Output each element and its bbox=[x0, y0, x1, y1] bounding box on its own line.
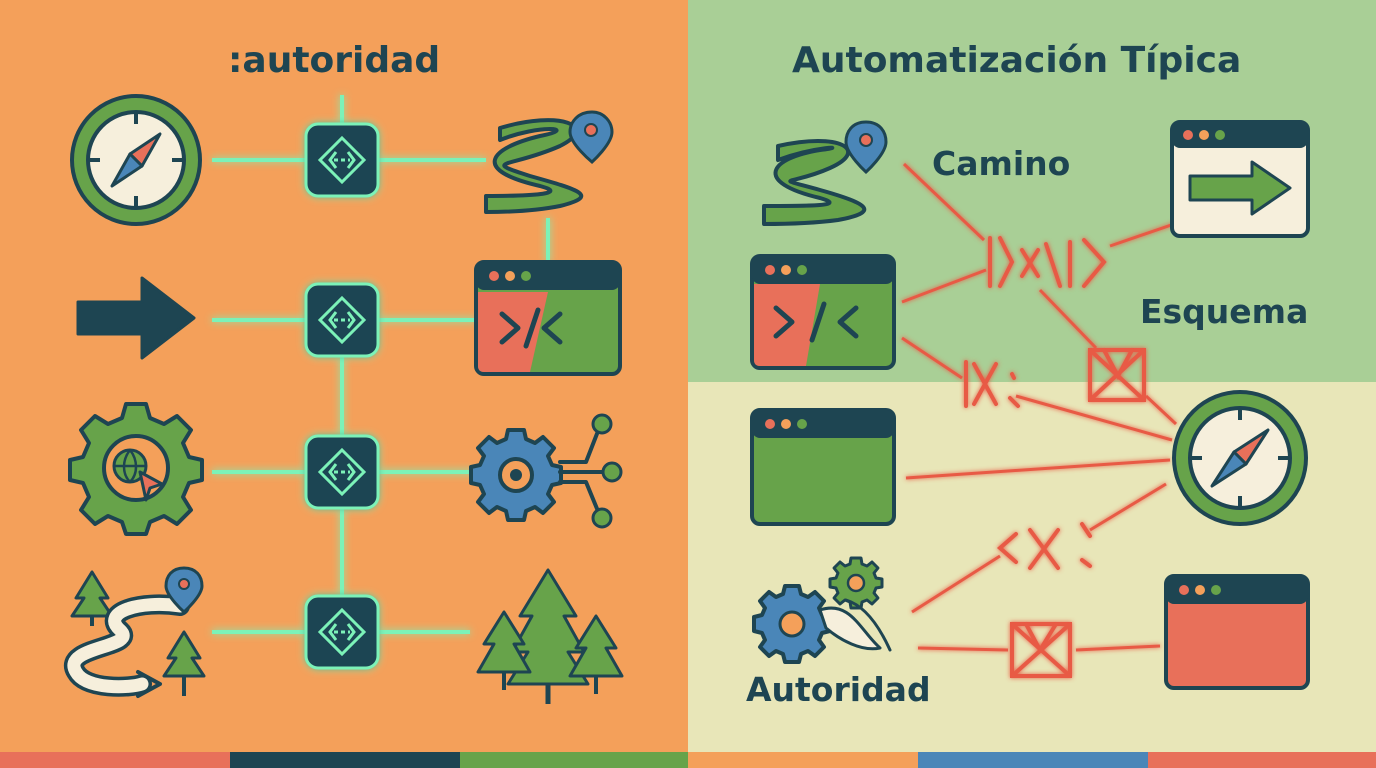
winding-path-pin-icon bbox=[762, 120, 888, 226]
broken-box-icon bbox=[1088, 348, 1146, 402]
code-node-icon bbox=[304, 122, 380, 198]
bottom-color-stripe bbox=[0, 752, 1376, 768]
arrow-right-icon bbox=[76, 276, 196, 360]
broken-connectors bbox=[901, 162, 1181, 652]
pine-trees-icon bbox=[476, 568, 624, 704]
code-node-icon bbox=[304, 594, 380, 670]
compass-icon bbox=[1172, 390, 1308, 526]
compass-icon bbox=[70, 94, 202, 226]
code-window-icon bbox=[474, 260, 622, 376]
forest-trail-pin-icon bbox=[64, 566, 206, 698]
left-panel-title: :autoridad bbox=[228, 40, 441, 81]
arrow-window-icon bbox=[1170, 120, 1310, 238]
green-window-icon bbox=[750, 408, 896, 526]
code-window-icon bbox=[750, 254, 896, 370]
broken-x-icon bbox=[996, 522, 1092, 570]
label-autoridad: Autoridad bbox=[746, 670, 931, 709]
glow-connectors bbox=[212, 95, 550, 634]
gear-swoosh-icon bbox=[752, 556, 892, 664]
gear-globe-cursor-icon bbox=[68, 402, 204, 536]
code-node-icon bbox=[304, 434, 380, 510]
broken-code-bracket-icon bbox=[988, 236, 1107, 288]
label-esquema: Esquema bbox=[1140, 292, 1309, 331]
coral-window-icon bbox=[1164, 574, 1310, 690]
code-node-icon bbox=[304, 282, 380, 358]
broken-box-icon bbox=[1010, 622, 1072, 678]
broken-x-icon bbox=[964, 360, 1020, 408]
winding-path-pin-icon bbox=[484, 110, 614, 214]
label-camino: Camino bbox=[932, 144, 1071, 183]
gear-network-icon bbox=[469, 413, 623, 529]
right-panel-title: Automatización Típica bbox=[792, 40, 1242, 81]
